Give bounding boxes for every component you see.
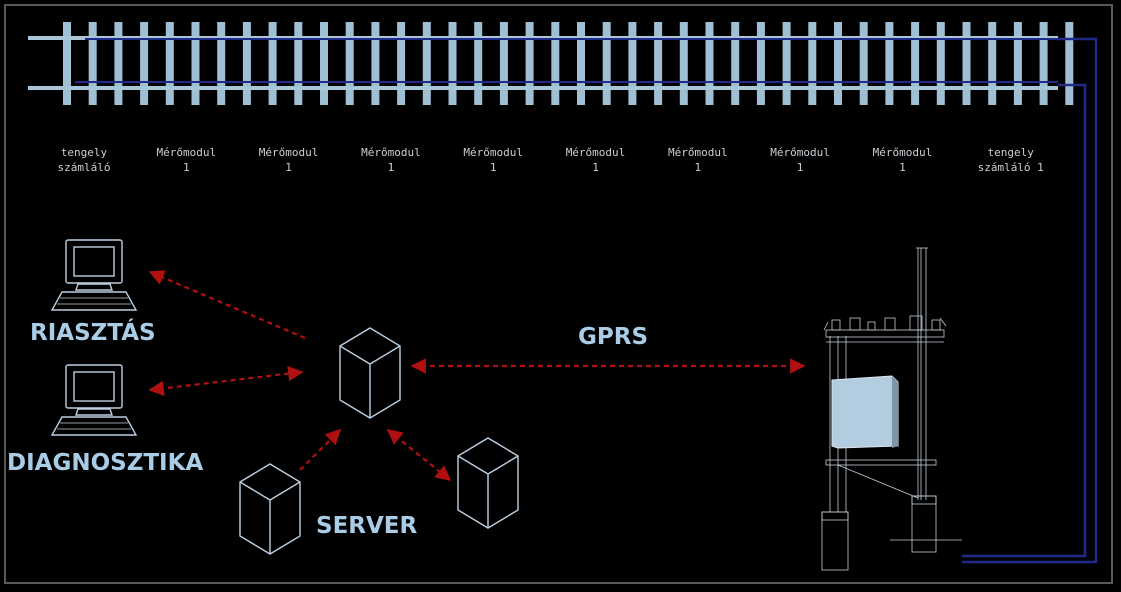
track-sleeper [1013,22,1022,105]
track-sleeper [422,22,431,105]
track-sleeper [756,22,765,105]
track-sleeper [602,22,611,105]
diagnostics-computer-icon [50,364,138,436]
track-sleeper [782,22,791,105]
track-sleeper [114,22,123,105]
track-sleeper [191,22,200,105]
track-sleeper [140,22,149,105]
track-sleeper [911,22,920,105]
module-label-line2: 1 [592,161,599,174]
trackside-station-icon [821,247,962,571]
module-label-line2: számláló [58,161,111,174]
cable-to-cabinet [962,37,1098,564]
track-sleeper [165,22,174,105]
module-label-line1: Mérőmodul [259,146,319,159]
track-sleeper [551,22,560,105]
track-sleeper [1065,22,1074,105]
module-label-line1: Mérőmodul [463,146,523,159]
track-sleeper [885,22,894,105]
track-sleeper [936,22,945,105]
track-sleeper [88,22,97,105]
track-sleeper [499,22,508,105]
track-sleeper [808,22,817,105]
module-label-line1: Mérőmodul [873,146,933,159]
main-server-icon [339,327,401,419]
module-label-line1: Mérőmodul [566,146,626,159]
track-sleeper [859,22,868,105]
module-label-line2: 1 [490,161,497,174]
track-sleeper [679,22,688,105]
track-sleeper [217,22,226,105]
module-label-line2: 1 [183,161,190,174]
module-label-line1: Mérőmodul [770,146,830,159]
track-sleeper [294,22,303,105]
module-label-line2: 1 [899,161,906,174]
module-label-line2: 1 [797,161,804,174]
module-label-line2: 1 [388,161,395,174]
server-label: SERVER [316,513,417,539]
alarm-computer-icon [50,239,138,311]
track-sleeper [1039,22,1048,105]
track-sleeper [988,22,997,105]
track-sleeper [371,22,380,105]
server-icon-right [457,437,519,529]
module-label-line1: Mérőmodul [361,146,421,159]
track-sleeper [448,22,457,105]
track-sleeper [397,22,406,105]
track-sleeper [731,22,740,105]
arrow-main-right-server [386,429,452,481]
connection-arrows [148,270,806,481]
module-label-line2: 1 [285,161,292,174]
track-sleeper [628,22,637,105]
track-sleeper [63,22,71,105]
gprs-label: GPRS [578,324,648,350]
module-label-line1: Mérőmodul [668,146,728,159]
railway-track [28,22,1074,105]
server-icon-left [239,463,301,555]
module-label-line1: Mérőmodul [156,146,216,159]
track-sleeper [962,22,971,105]
track-sleepers [63,22,1074,105]
track-sleeper [345,22,354,105]
module-label-line2: számláló 1 [978,161,1044,174]
module-label-line1: tengely [61,146,108,159]
diagnostics-label: DIAGNOSZTIKA [7,450,203,476]
track-sleeper [834,22,842,105]
arrow-server-diagnostics [148,365,304,397]
track-sleeper [320,22,328,105]
lower-rail [28,86,1058,90]
arrow-left-server-to-main [299,428,342,471]
track-sleeper [268,22,277,105]
arrow-server-to-alarm [148,270,306,340]
module-labels: tengely számláló Mérőmodul 1 Mérőmodul 1 Mérőm… [58,146,1044,174]
track-sleeper [242,22,251,105]
diagram-frame [4,4,1113,584]
module-label-line1: tengely [988,146,1035,159]
module-label-line2: 1 [694,161,701,174]
track-sleeper [705,22,714,105]
track-sleeper [577,22,585,105]
track-sleeper [474,22,483,105]
track-sleeper [525,22,534,105]
alarm-label: RIASZTÁS [30,318,156,346]
track-sleeper [654,22,663,105]
